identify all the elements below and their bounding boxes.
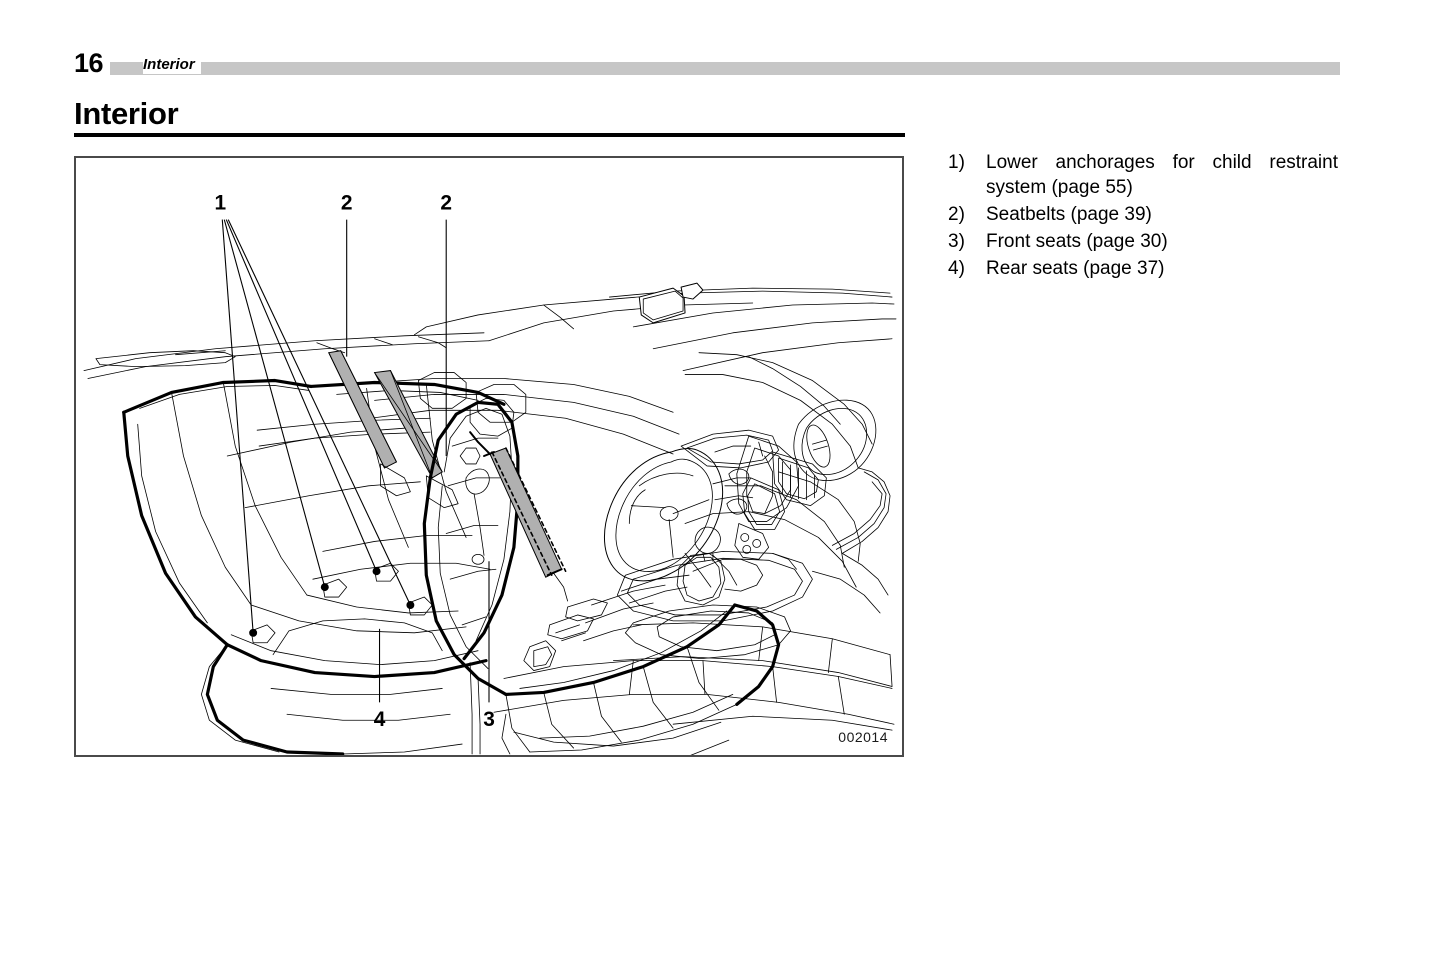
callout-1-top: 1	[214, 192, 226, 215]
legend-label: Seatbelts (page 39)	[986, 204, 1152, 225]
rear-seats	[122, 370, 527, 679]
title-underline	[74, 133, 905, 137]
rearview-mirror	[638, 282, 704, 324]
page-number: 16	[74, 48, 111, 78]
floor-and-sills	[493, 660, 895, 731]
legend-marker: 1)	[948, 152, 965, 173]
legend-item: 3) Front seats (page 30)	[948, 229, 1338, 254]
callout-labels: 1 2 2 4 3	[214, 192, 494, 732]
legend-item: 1) Lower anchorages for child restraint …	[948, 150, 1338, 200]
dashboard-passenger-side	[612, 352, 893, 687]
running-header: 16 Interior	[0, 48, 1445, 80]
legend-label: Front seats (page 30)	[986, 231, 1168, 252]
header-chapter-label: Interior	[143, 55, 201, 74]
lower-anchorages	[249, 562, 433, 644]
legend-label: Rear seats (page 37)	[986, 258, 1165, 279]
callout-3-bottom: 3	[483, 708, 495, 731]
callout-4-bottom: 4	[374, 708, 386, 731]
center-console	[547, 526, 813, 660]
legend-item: 2) Seatbelts (page 39)	[948, 202, 1338, 227]
figure-id-label: 002014	[838, 729, 888, 745]
steering-wheel	[604, 448, 738, 588]
legend-label: Lower anchorages for child restraint sys…	[986, 152, 1338, 198]
front-seatbelt	[469, 431, 569, 602]
callout-2-left: 2	[341, 192, 353, 215]
figure-legend: 1) Lower anchorages for child restraint …	[948, 150, 1338, 283]
instrument-panel	[256, 378, 827, 588]
callout-leaders	[221, 219, 490, 703]
page-title: Interior	[74, 96, 179, 131]
rear-seatbelt	[328, 350, 411, 497]
door-and-sill	[200, 643, 481, 755]
legend-marker: 3)	[948, 231, 965, 252]
headliner-and-windows	[83, 287, 897, 379]
front-seat	[422, 397, 781, 755]
interior-illustration: .ln { fill:none; stroke:#000; stroke-wid…	[83, 192, 897, 755]
legend-marker: 2)	[948, 204, 965, 225]
header-rule	[74, 62, 1340, 75]
legend-item: 4) Rear seats (page 37)	[948, 256, 1338, 281]
callout-2-right: 2	[440, 192, 452, 215]
interior-diagram-figure: .ln { fill:none; stroke:#000; stroke-wid…	[74, 156, 904, 757]
legend-marker: 4)	[948, 258, 965, 279]
